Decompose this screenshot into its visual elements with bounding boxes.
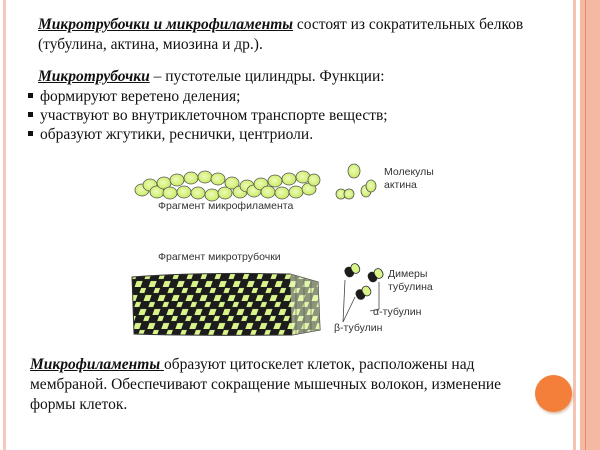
microfilament-label: Фрагмент микрофиламента [158,200,294,212]
microtubules-text: – пустотелые цилиндры. Функции: [149,68,385,85]
microtubules-lead-term: Микротрубочки [38,68,150,85]
microfilaments-text: образуют цитоскелет клеток, расположены … [30,356,502,413]
list-item: формируют веретено деления; [28,87,388,106]
microtubules-heading: Микротрубочки – пустотелые цилиндры. Фун… [38,67,538,87]
orange-circle-decoration [535,375,572,412]
tubulin-pointer-lines [342,279,380,323]
microfilaments-lead-term: Микрофиламенты [30,356,164,373]
actin-molecules [335,163,377,200]
functions-list: формируют веретено деления; участвуют во… [28,87,388,144]
microtubule-label: Фрагмент микротрубочки [158,251,281,263]
intro-text: состоят из сократительных белков (тубули… [38,16,524,53]
microfilament-fragment [134,170,321,202]
microfilaments-paragraph: Микрофиламенты образуют цитоскелет клето… [30,355,520,415]
actin-label-line2: актина [384,179,417,191]
beta-tubulin-label: β-тубулин [334,322,383,334]
list-item: образуют жгутики, реснички, центриоли. [28,125,388,144]
dimers-label-line1: Димеры [388,268,428,280]
right-thin-stripe [573,0,576,450]
tubulin-dimers [344,263,384,300]
dimers-label-line2: тубулина [388,281,433,293]
intro-lead-term: Микротрубочки и микрофиламенты [38,16,294,33]
list-item: участвуют во внутриклеточном транспорте … [28,106,388,125]
microtubule-fragment [131,272,321,336]
actin-label-line1: Молекулы [384,166,434,178]
alpha-tubulin-label: α-тубулин [373,306,422,318]
right-border-line [585,0,586,450]
left-border-stripe [3,0,6,450]
intro-paragraph: Микротрубочки и микрофиламенты состоят и… [38,15,538,55]
